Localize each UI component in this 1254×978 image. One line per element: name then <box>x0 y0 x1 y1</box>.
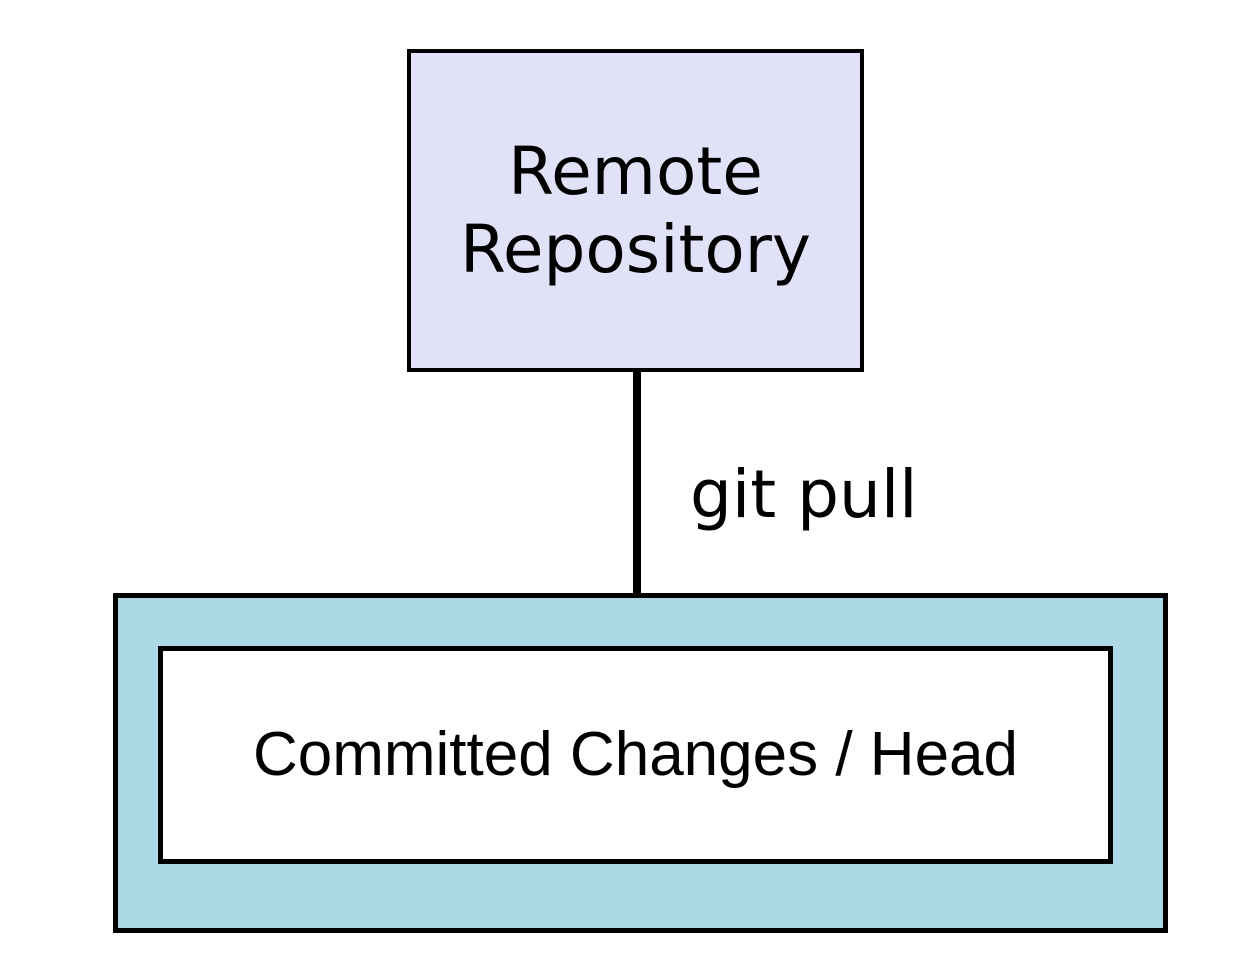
remote-repository-label: Remote Repository <box>460 132 811 288</box>
committed-changes-label: Committed Changes / Head <box>252 719 1019 789</box>
git-pull-label: git pull <box>690 456 918 533</box>
remote-repository-node: Remote Repository <box>407 49 864 372</box>
committed-changes-node: Committed Changes / Head <box>158 646 1113 864</box>
